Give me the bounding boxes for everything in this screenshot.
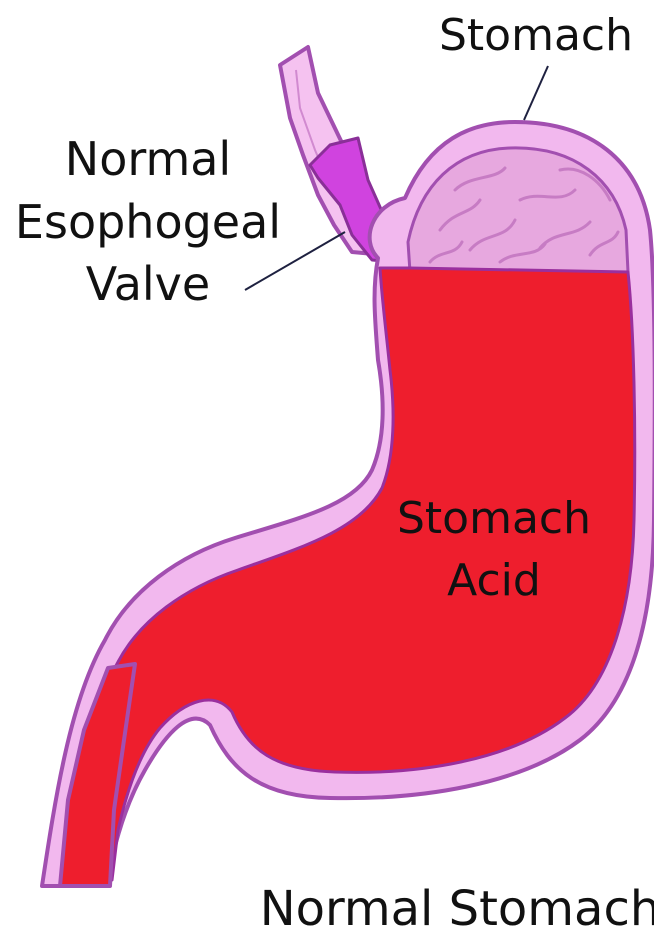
caption-normal-stomach: Normal Stomach <box>260 881 654 932</box>
label-valve-normal: Normal <box>65 132 231 186</box>
stomach-leader-line <box>524 66 548 120</box>
label-acid-acid: Acid <box>447 555 541 606</box>
label-stomach: Stomach <box>439 10 633 61</box>
label-valve-valve: Valve <box>86 257 210 311</box>
label-acid-stomach: Stomach <box>397 493 591 544</box>
label-valve-esophogeal: Esophogeal <box>15 195 281 249</box>
